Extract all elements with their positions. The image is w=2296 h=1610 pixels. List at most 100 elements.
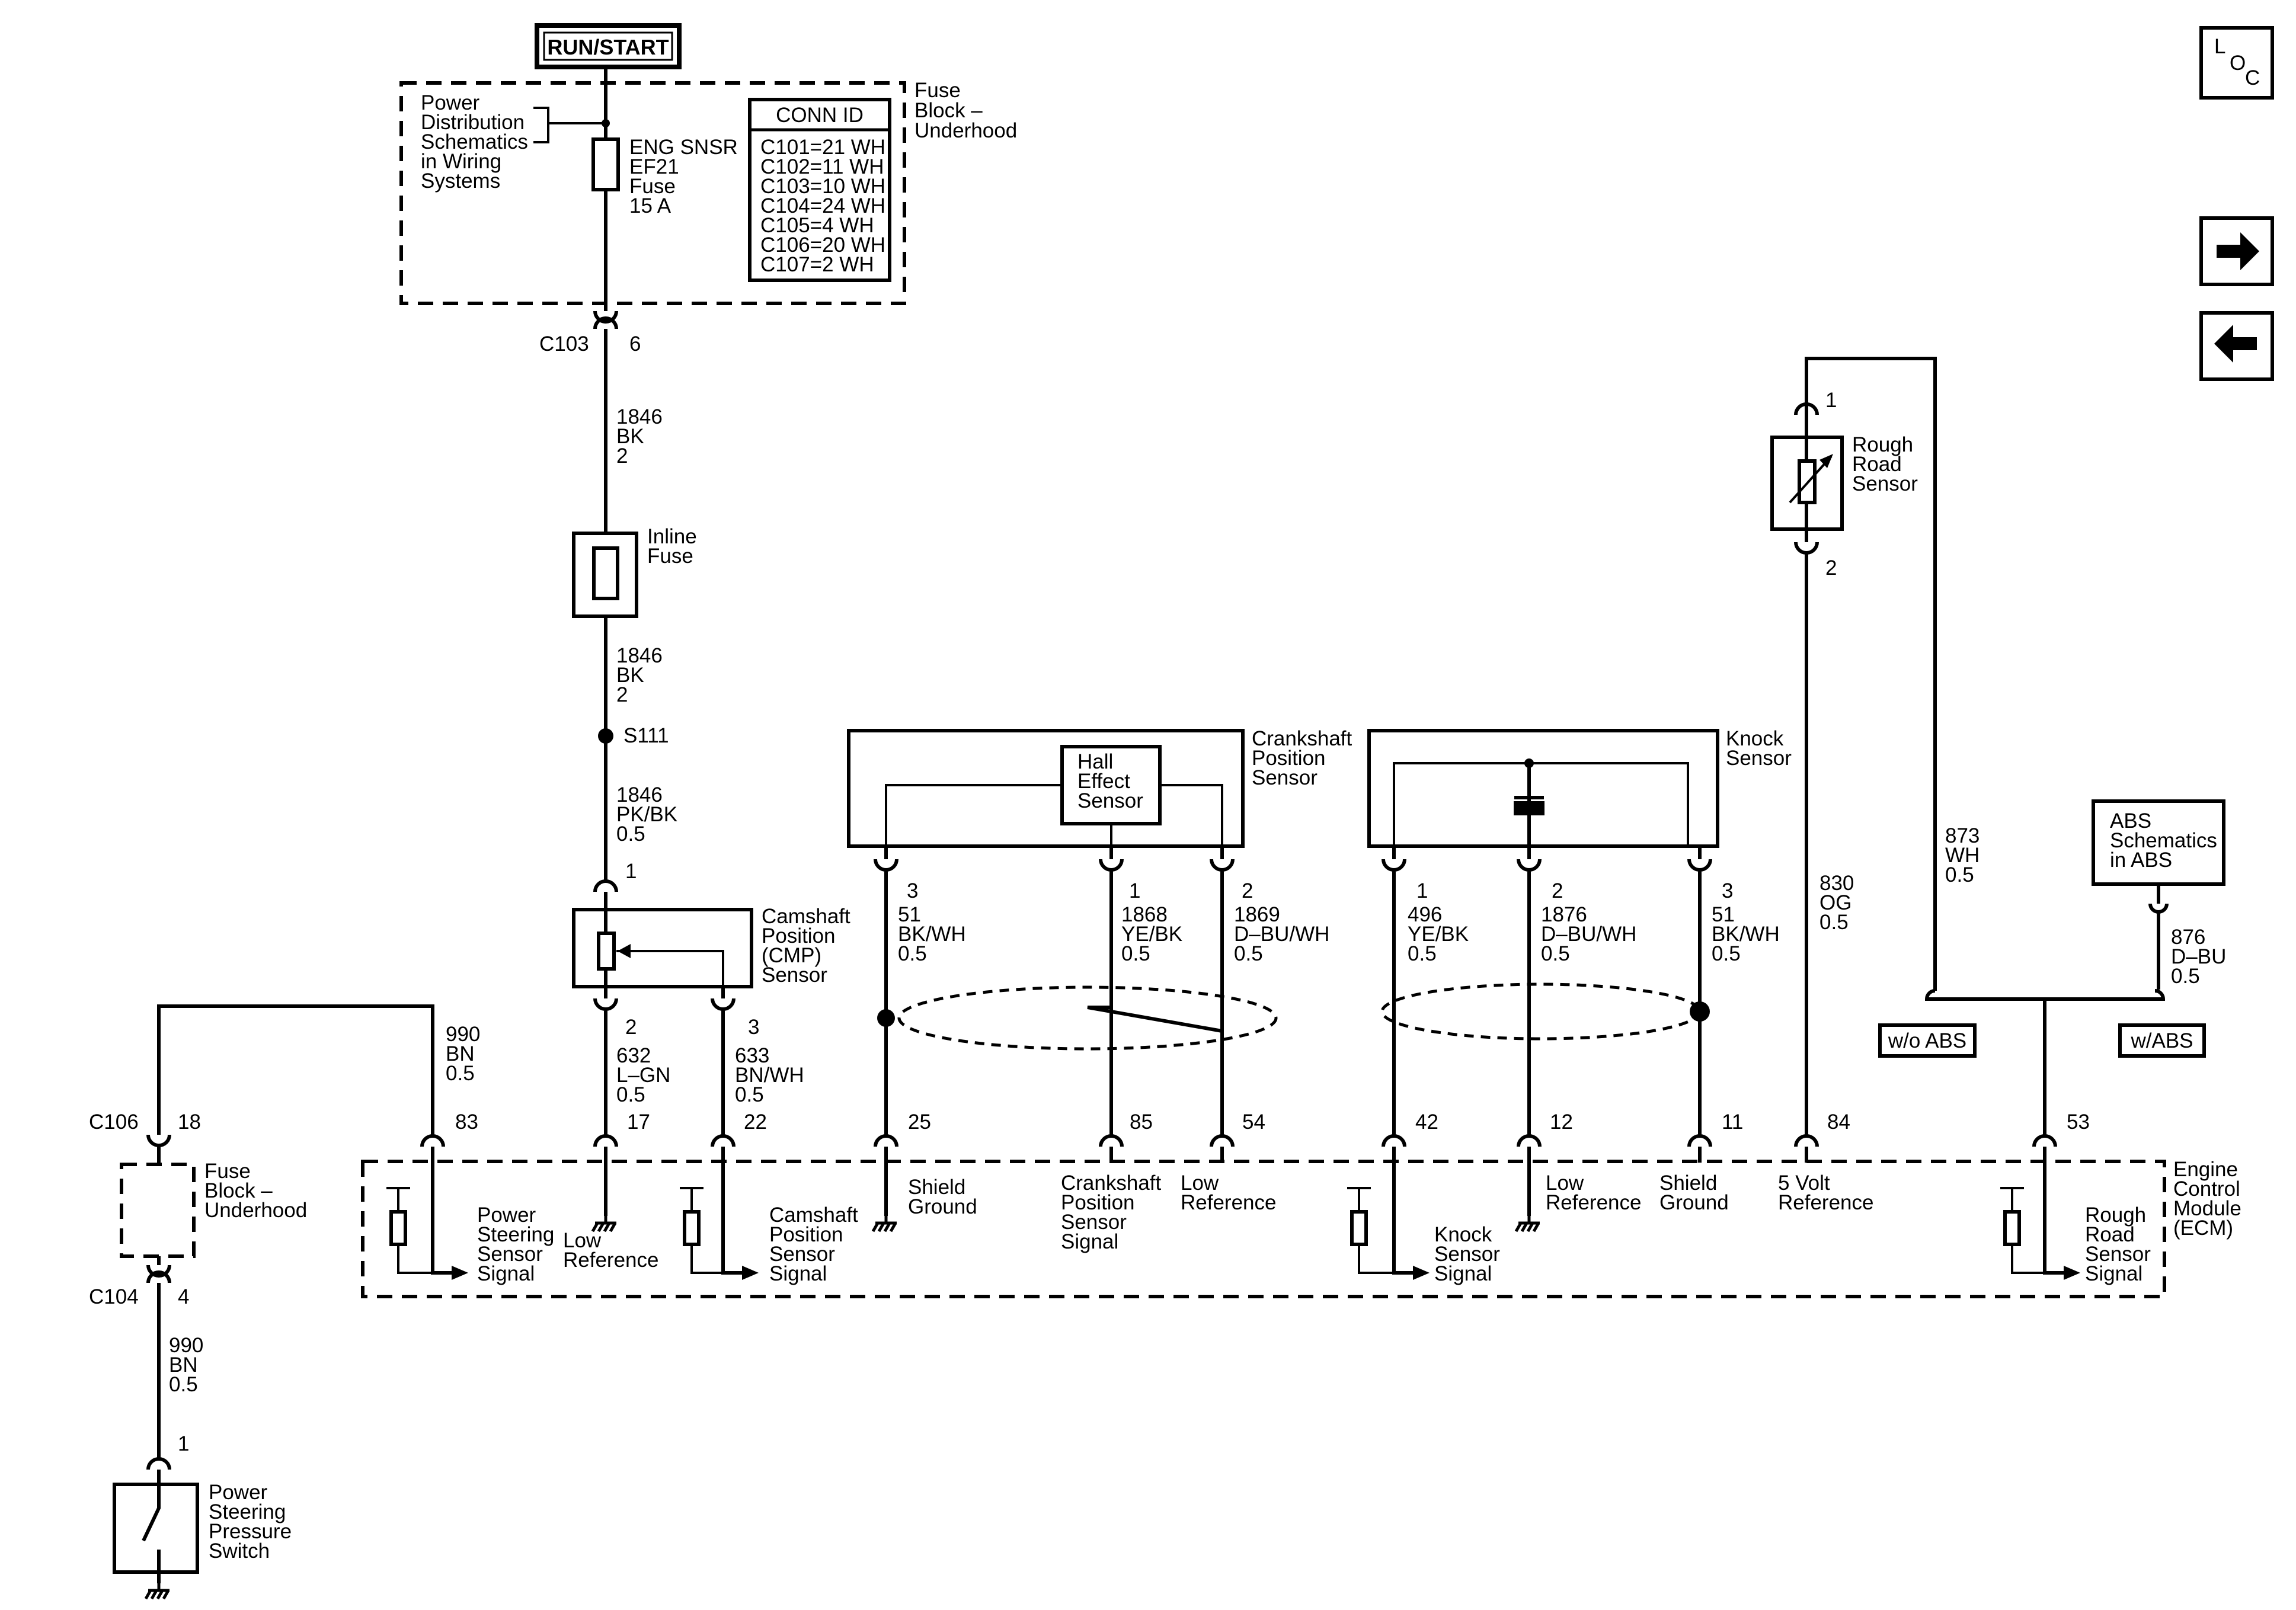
svg-text:YE/BK: YE/BK (1408, 923, 1469, 946)
svg-text:Fuse: Fuse (647, 545, 693, 568)
svg-text:0.5: 0.5 (1945, 863, 1974, 886)
svg-text:YE/BK: YE/BK (1121, 923, 1182, 946)
ecm-low-reference-3: Low Reference (1546, 1172, 1641, 1214)
conn-id-table: CONN ID C101=21 WH C102=11 WH C103=10 WH… (748, 98, 891, 282)
fuse-block-title: Fuse Block – Underhood (914, 79, 1017, 142)
svg-text:0.5: 0.5 (1408, 942, 1437, 965)
arrow-right-icon (2217, 232, 2259, 270)
svg-text:632: 632 (616, 1044, 651, 1067)
svg-text:0.5: 0.5 (1234, 942, 1263, 965)
svg-text:990: 990 (169, 1334, 203, 1357)
svg-text:Rough: Rough (1852, 433, 1913, 456)
svg-text:Reference: Reference (1181, 1191, 1276, 1214)
wire-830: 830 OG 0.5 (1819, 872, 1854, 934)
svg-text:Ground: Ground (1659, 1191, 1729, 1214)
abs-schematics-label: ABS Schematics in ABS (2110, 809, 2217, 872)
svg-text:Crankshaft: Crankshaft (1061, 1172, 1162, 1195)
svg-text:D–BU: D–BU (2171, 945, 2226, 968)
svg-text:Sensor: Sensor (2085, 1243, 2151, 1266)
svg-text:PK/BK: PK/BK (616, 803, 677, 826)
svg-text:Steering: Steering (477, 1223, 554, 1246)
ecm-pin-numbers: 83 17 22 25 85 54 42 12 11 84 53 (455, 1110, 2090, 1134)
ps-switch-box (113, 1483, 199, 1574)
svg-text:Underhood: Underhood (204, 1199, 307, 1222)
svg-text:1876: 1876 (1541, 903, 1587, 926)
ps-switch-label: Power Steering Pressure Switch (209, 1481, 292, 1563)
c104-label: C104 (89, 1285, 139, 1308)
ecm-ps-signal-label: Power Steering Sensor Signal (477, 1204, 554, 1285)
svg-text:(ECM): (ECM) (2173, 1217, 2233, 1240)
ckp-shield (897, 985, 1278, 1051)
cmp-sensor-label: Camshaft Position (CMP) Sensor (762, 905, 850, 987)
svg-text:83: 83 (455, 1110, 478, 1134)
svg-text:Signal: Signal (1434, 1262, 1492, 1285)
svg-text:0.5: 0.5 (616, 822, 645, 846)
svg-text:WH: WH (1945, 844, 1980, 867)
cmp-pin-3: 3 (748, 1016, 759, 1039)
svg-text:Camshaft: Camshaft (769, 1204, 858, 1227)
wire-1846-bk-a: 1846 BK 2 (616, 405, 663, 468)
svg-text:Shield: Shield (1659, 1172, 1717, 1195)
loc-button[interactable]: L O C (2199, 26, 2274, 100)
wire-876: 876 D–BU 0.5 (2171, 926, 2226, 988)
ecm-shield-ground-2: Shield Ground (1659, 1172, 1729, 1214)
svg-text:Ground: Ground (908, 1195, 977, 1218)
svg-text:ENG SNSR: ENG SNSR (629, 136, 738, 159)
ckp-pin-2: 2 (1242, 879, 1253, 902)
ckp-pin-3: 3 (907, 879, 918, 902)
wire-1846-pkbk: 1846 PK/BK 0.5 (616, 783, 677, 846)
svg-text:0.5: 0.5 (898, 942, 927, 965)
svg-text:0.5: 0.5 (1712, 942, 1741, 965)
svg-text:830: 830 (1819, 872, 1854, 895)
knock-pin-1: 1 (1416, 879, 1428, 902)
svg-text:Fuse: Fuse (204, 1160, 251, 1183)
svg-text:Camshaft: Camshaft (762, 905, 850, 928)
svg-text:BK/WH: BK/WH (898, 923, 966, 946)
ckp-shield-splice (877, 1009, 895, 1027)
prev-page-button[interactable] (2199, 311, 2274, 381)
svg-text:0.5: 0.5 (1121, 942, 1150, 965)
svg-text:Underhood: Underhood (914, 119, 1017, 142)
wire-873: 873 WH 0.5 (1945, 824, 1980, 886)
svg-text:Inline: Inline (647, 525, 697, 548)
knock-sensor-box (1367, 729, 1719, 848)
svg-text:C103=10 WH: C103=10 WH (760, 175, 885, 198)
svg-text:12: 12 (1550, 1110, 1573, 1134)
svg-text:w/ABS: w/ABS (2130, 1029, 2193, 1052)
fuse-block-underhood-upper (399, 81, 906, 305)
svg-text:BK/WH: BK/WH (1712, 923, 1780, 946)
svg-text:Sensor: Sensor (1726, 747, 1792, 770)
eng-snsr-fuse-label: ENG SNSR EF21 Fuse 15 A (629, 136, 738, 217)
svg-text:Steering: Steering (209, 1500, 286, 1523)
svg-text:BK: BK (616, 664, 644, 687)
svg-text:Signal: Signal (1061, 1230, 1118, 1253)
svg-text:Control: Control (2173, 1177, 2240, 1201)
svg-text:OG: OG (1819, 891, 1851, 914)
svg-text:Power: Power (421, 91, 480, 114)
svg-text:Schematics: Schematics (421, 130, 528, 153)
wire-1869: 1869 D–BU/WH 0.5 (1234, 903, 1329, 965)
svg-text:ABS: ABS (2110, 809, 2151, 833)
ecm-five-volt-reference: 5 Volt Reference (1778, 1172, 1873, 1214)
piezo-icon (1514, 801, 1544, 815)
svg-text:873: 873 (1945, 824, 1980, 847)
svg-text:22: 22 (744, 1110, 767, 1134)
svg-text:2: 2 (616, 444, 628, 468)
next-page-button[interactable] (2199, 216, 2274, 286)
svg-text:Reference: Reference (563, 1249, 658, 1272)
svg-text:Module: Module (2173, 1197, 2241, 1220)
svg-text:Knock: Knock (1726, 727, 1784, 750)
svg-text:EF21: EF21 (629, 155, 679, 178)
svg-text:17: 17 (627, 1110, 650, 1134)
svg-text:Sensor: Sensor (1061, 1211, 1127, 1234)
svg-text:Low: Low (563, 1229, 602, 1252)
svg-text:633: 633 (735, 1044, 769, 1067)
ckp-pin-1: 1 (1129, 879, 1140, 902)
svg-text:84: 84 (1827, 1110, 1850, 1134)
svg-text:Rough: Rough (2085, 1204, 2146, 1227)
w-abs-option: w/ABS (2118, 1023, 2206, 1058)
ckp-sensor-label: Crankshaft Position Sensor (1252, 727, 1352, 789)
c104-pin: 4 (178, 1285, 189, 1308)
svg-text:0.5: 0.5 (446, 1062, 475, 1085)
inline-fuse-icon (592, 546, 619, 600)
